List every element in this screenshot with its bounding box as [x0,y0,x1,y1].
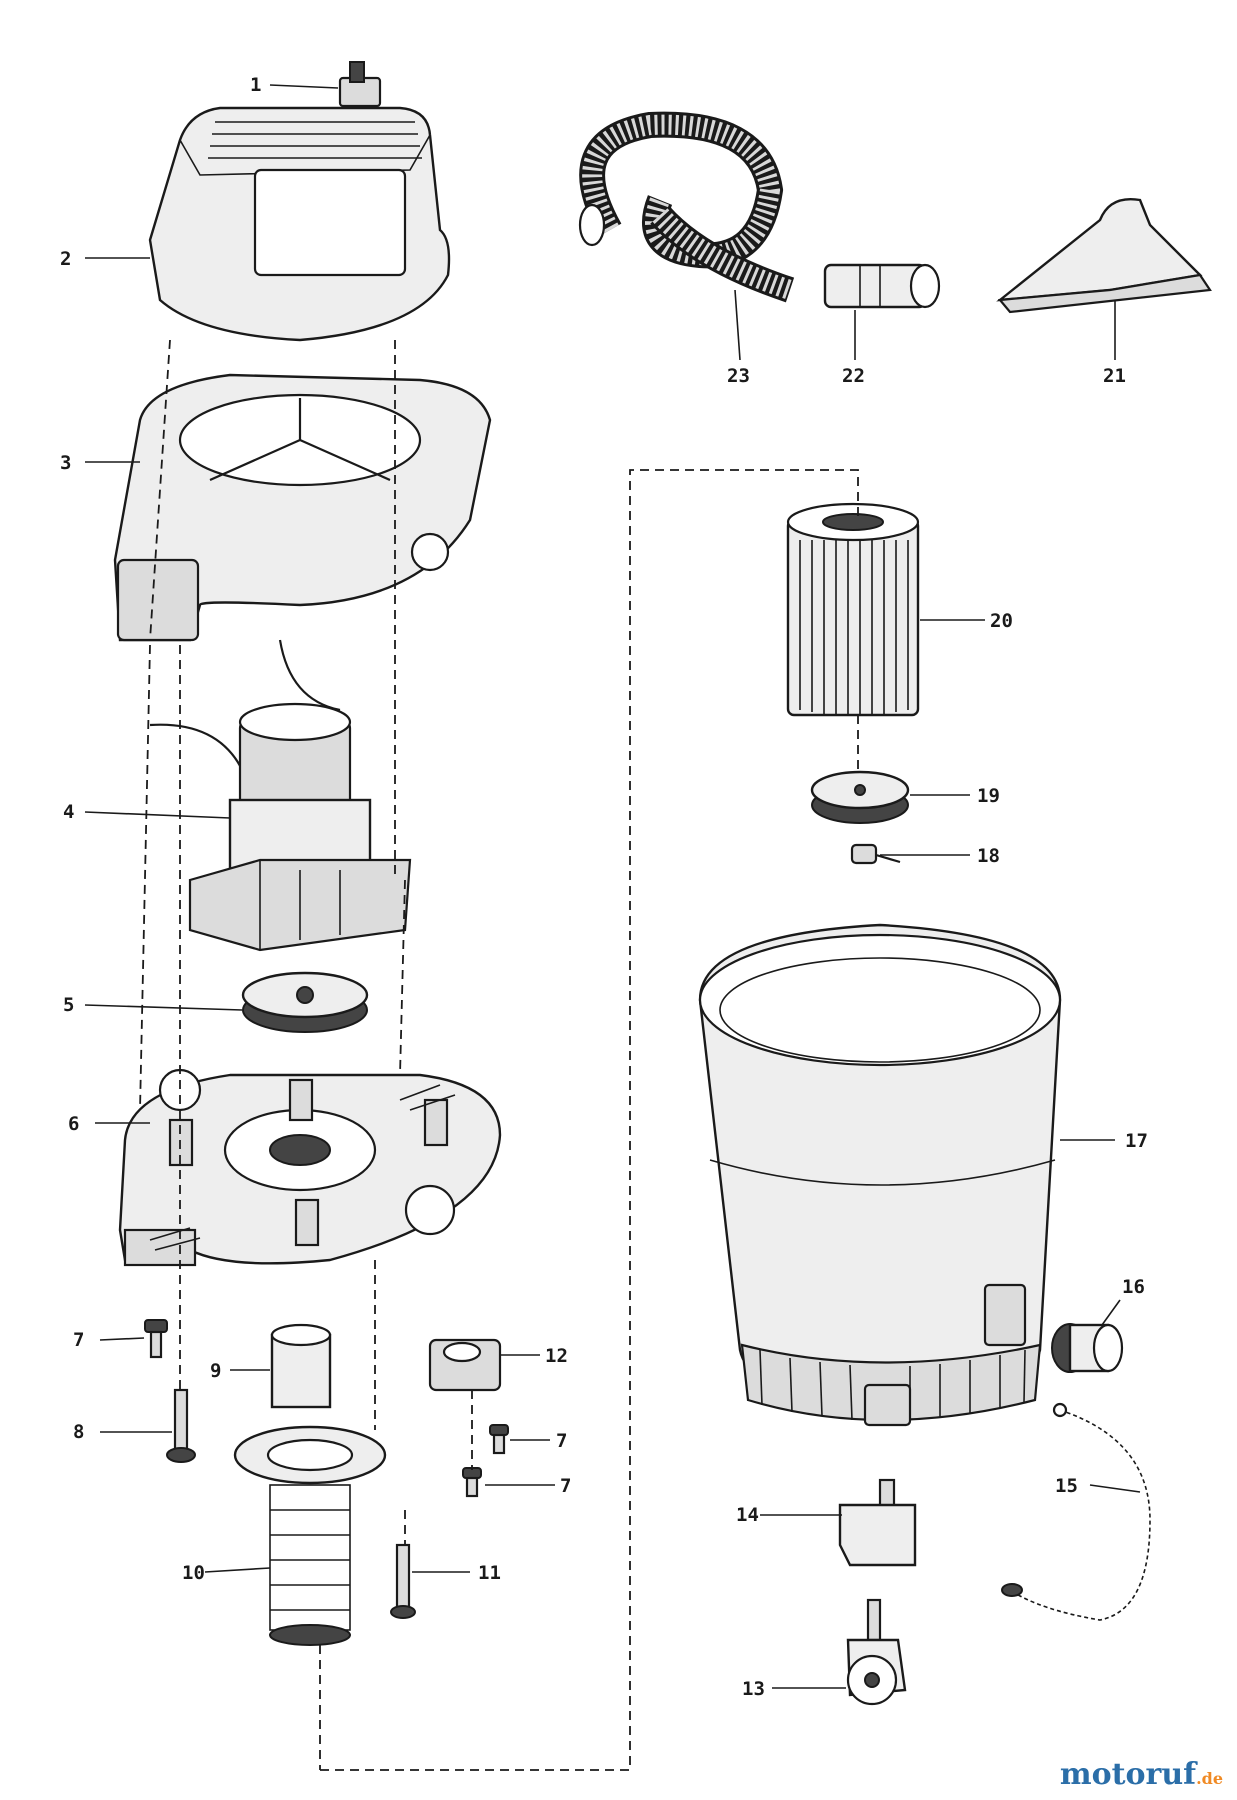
filter-cap-part [810,770,910,824]
label-part-10: 10 [182,1562,205,1584]
label-part-8: 8 [73,1421,84,1443]
motor-cover-part [148,106,451,342]
drain-plug-part [1051,1323,1124,1373]
screw-7c-part [462,1467,482,1498]
label-part-7c: 7 [560,1475,571,1497]
housing-part [113,373,492,642]
assembly-lines [139,339,859,1771]
screw-11-part [390,1543,416,1619]
impeller-part [241,971,369,1033]
label-part-20: 20 [990,610,1013,632]
wing-nut-part [850,843,901,865]
nozzle-part [996,198,1212,314]
label-part-18: 18 [977,845,1000,867]
watermark-main: motoruf [1059,1757,1197,1792]
screw-8-part [166,1388,196,1463]
label-part-23: 23 [727,365,750,387]
hose-connector-part [823,263,941,309]
label-part-19: 19 [977,785,1000,807]
hose-part [578,111,795,303]
leader-lines [84,84,1141,1689]
watermark-sub: .de [1196,1769,1223,1788]
filter-part [786,502,920,717]
screw-7b-part [489,1424,509,1455]
motor-part [149,639,412,952]
label-part-15: 15 [1055,1475,1078,1497]
label-part-17: 17 [1125,1130,1148,1152]
label-part-12: 12 [545,1345,568,1367]
label-part-5: 5 [63,994,74,1016]
label-part-6: 6 [68,1113,79,1135]
label-part-9: 9 [210,1360,221,1382]
label-part-7b: 7 [556,1430,567,1452]
label-part-1: 1 [250,74,261,96]
screw-7a-part [144,1319,168,1359]
caster-part [846,1598,907,1706]
label-part-13: 13 [742,1678,765,1700]
label-part-4: 4 [63,801,74,823]
label-part-2: 2 [60,248,71,270]
part-labels: 1 2 3 4 5 6 7 8 9 10 11 12 7 7 13 14 15 … [60,74,1148,1700]
chain-part [1001,1402,1151,1621]
label-part-22: 22 [842,365,865,387]
label-part-7a: 7 [73,1329,84,1351]
label-part-3: 3 [60,452,71,474]
deflector-part [428,1338,502,1392]
switch-part [338,61,382,108]
label-part-21: 21 [1103,365,1126,387]
watermark-logo: motoruf.de [1060,1757,1223,1792]
caster-socket-part [838,1478,917,1567]
float-cage-part [233,1425,387,1646]
label-part-16: 16 [1122,1276,1145,1298]
motor-plate-part [118,1068,502,1267]
tank-part [698,923,1062,1427]
label-part-11: 11 [478,1562,501,1584]
label-part-14: 14 [736,1504,759,1526]
sleeve-part [270,1323,332,1409]
